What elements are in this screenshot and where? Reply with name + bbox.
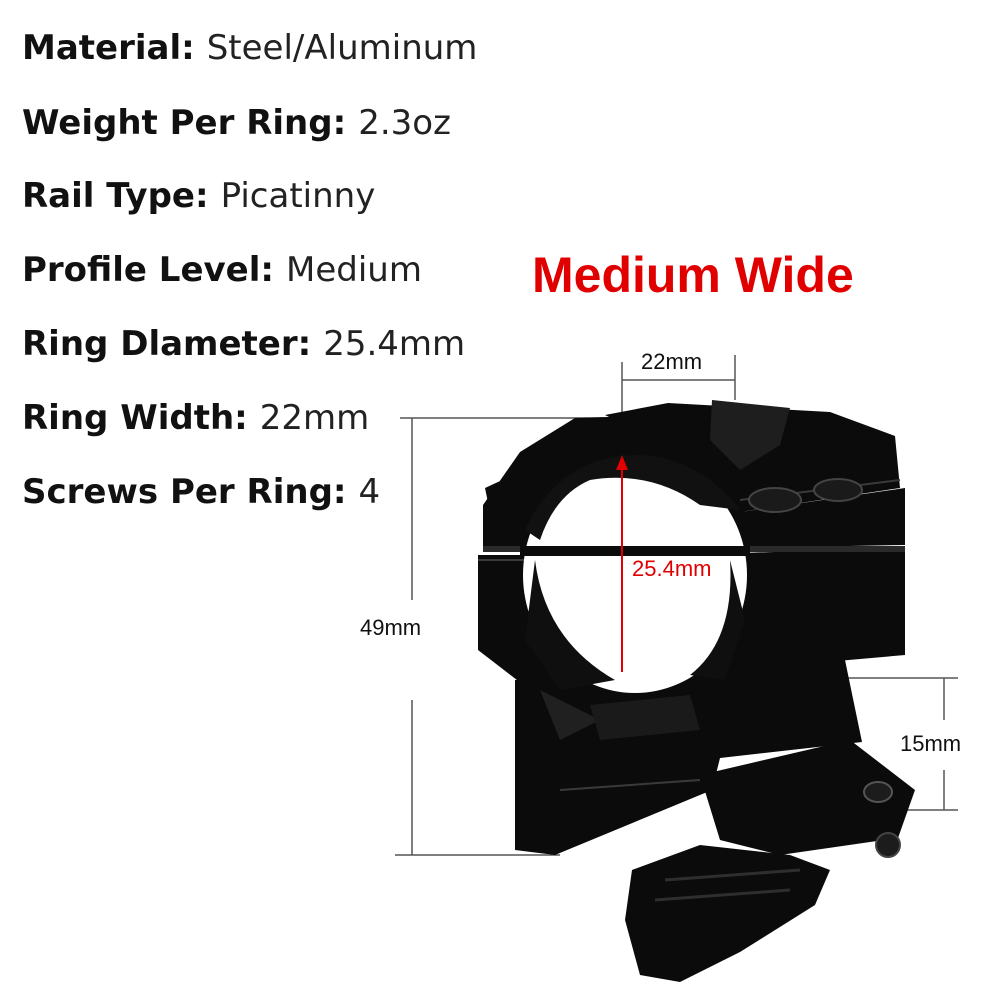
spec-ring-width: Ring Width: 22mm (22, 398, 369, 438)
spec-label: Weight Per Ring: (22, 103, 347, 143)
spec-value: Picatinny (220, 176, 376, 216)
spec-ring-diameter: Ring Dlameter: 25.4mm (22, 324, 465, 364)
spec-label: Material: (22, 28, 195, 68)
spec-label: Ring Width: (22, 398, 248, 438)
spec-label: Screws Per Ring: (22, 472, 347, 512)
spec-screws: Screws Per Ring: 4 (22, 472, 380, 512)
dimension-rail-height-label: 15mm (900, 731, 962, 756)
spec-label: Rail Type: (22, 176, 209, 216)
spec-label: Profile Level: (22, 250, 274, 290)
profile-title: Medium Wide (532, 247, 854, 303)
spec-value: 4 (358, 472, 381, 512)
spec-material: Material: Steel/Aluminum (22, 28, 477, 68)
spec-value: Steel/Aluminum (206, 28, 478, 68)
dimension-width-label: 22mm (641, 349, 703, 374)
spec-value: 25.4mm (323, 324, 466, 364)
spec-value: Medium (286, 250, 422, 290)
diameter-arrow (616, 455, 628, 672)
spec-value: 2.3oz (358, 103, 451, 143)
spec-value: 22mm (259, 398, 370, 438)
spec-weight: Weight Per Ring: 2.3oz (22, 103, 451, 143)
dimension-height-label: 49mm (360, 615, 422, 640)
screw-heads (748, 478, 901, 858)
dimension-diameter-label: 25.4mm (632, 556, 712, 581)
spec-profile-level: Profile Level: Medium (22, 250, 422, 290)
spec-rail-type: Rail Type: Picatinny (22, 176, 375, 216)
spec-label: Ring Dlameter: (22, 324, 312, 364)
ring-bore (520, 455, 750, 693)
